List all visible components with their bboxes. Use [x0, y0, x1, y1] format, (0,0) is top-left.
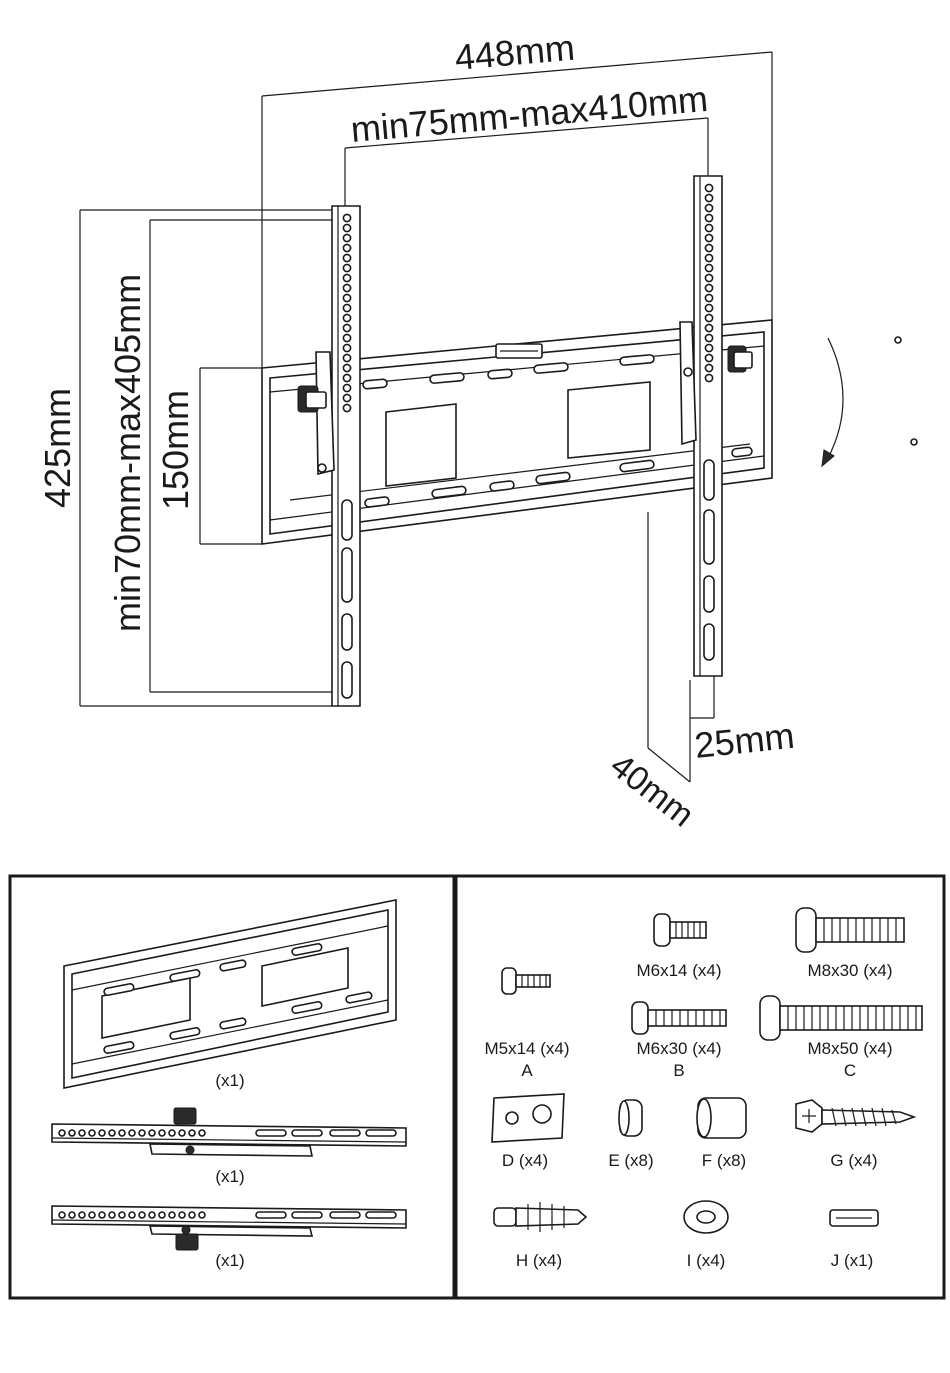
part-h-anchor [494, 1202, 586, 1232]
label-m8x30: M8x30 (x4) [807, 961, 892, 980]
label-group-b: B [673, 1061, 684, 1080]
part-d-plate [492, 1094, 564, 1142]
dim-plate-height: 150mm [155, 390, 196, 510]
label-group-c: C [844, 1061, 856, 1080]
screw-m8x30 [796, 908, 904, 952]
wall-plate-component [64, 900, 396, 1088]
label-group-a: A [521, 1061, 533, 1080]
part-f-spacer [697, 1098, 746, 1138]
label-h: H (x4) [516, 1251, 562, 1270]
part-e-spacer [619, 1100, 642, 1136]
label-j: J (x1) [831, 1251, 874, 1270]
components-panel: (x1) (x1) [10, 876, 454, 1298]
assembly-drawing: 448mm min75mm-max410mm 425mm min70mm-max… [37, 27, 917, 835]
label-e: E (x8) [608, 1151, 653, 1170]
screw-m6x14 [654, 914, 706, 946]
wall-plate-qty: (x1) [215, 1071, 244, 1090]
right-arm-qty: (x1) [215, 1251, 244, 1270]
dim-vesa-vertical: min70mm-max405mm [107, 274, 148, 632]
part-j-level [830, 1210, 878, 1226]
label-m8x50: M8x50 (x4) [807, 1039, 892, 1058]
dim-total-height: 425mm [37, 388, 78, 508]
label-d: D (x4) [502, 1151, 548, 1170]
tilt-arrow [822, 337, 917, 466]
part-g-lag-bolt [796, 1100, 914, 1132]
dim-arm-width: 25mm [693, 715, 797, 766]
dim-depth: 40mm [603, 746, 701, 834]
label-i: I (x4) [687, 1251, 726, 1270]
left-arm-component [52, 1108, 406, 1156]
right-arm-component [52, 1206, 406, 1250]
label-f: F (x8) [702, 1151, 746, 1170]
label-m5x14: M5x14 (x4) [484, 1039, 569, 1058]
label-m6x30: M6x30 (x4) [636, 1039, 721, 1058]
hardware-panel: M5x14 (x4) A M6x14 (x4) [456, 876, 944, 1298]
screw-m8x50 [760, 996, 922, 1040]
dim-vesa-horizontal: min75mm-max410mm [349, 78, 709, 150]
label-m6x14: M6x14 (x4) [636, 961, 721, 980]
screw-m5x14 [502, 968, 550, 994]
screw-m6x30 [632, 1002, 726, 1034]
part-i-washer [684, 1201, 728, 1233]
left-arm-qty: (x1) [215, 1167, 244, 1186]
label-g: G (x4) [830, 1151, 877, 1170]
